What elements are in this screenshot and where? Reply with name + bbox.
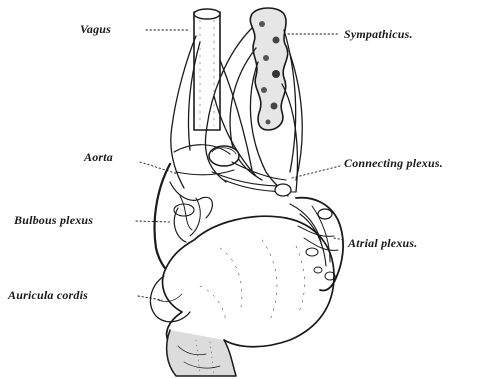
label-connecting-plexus: Connecting plexus.	[344, 156, 443, 171]
label-auricula-cordis: Auricula cordis	[8, 288, 88, 303]
label-atrial-plexus: Atrial plexus.	[348, 236, 417, 251]
heart-body	[163, 216, 334, 352]
label-vagus: Vagus	[80, 22, 111, 37]
vagus-nerve	[194, 9, 220, 130]
label-sympathicus: Sympathicus.	[344, 27, 413, 42]
connecting-plexus	[212, 162, 296, 196]
label-aorta: Aorta	[84, 150, 113, 165]
label-bulbous-plexus: Bulbous plexus	[14, 213, 93, 228]
